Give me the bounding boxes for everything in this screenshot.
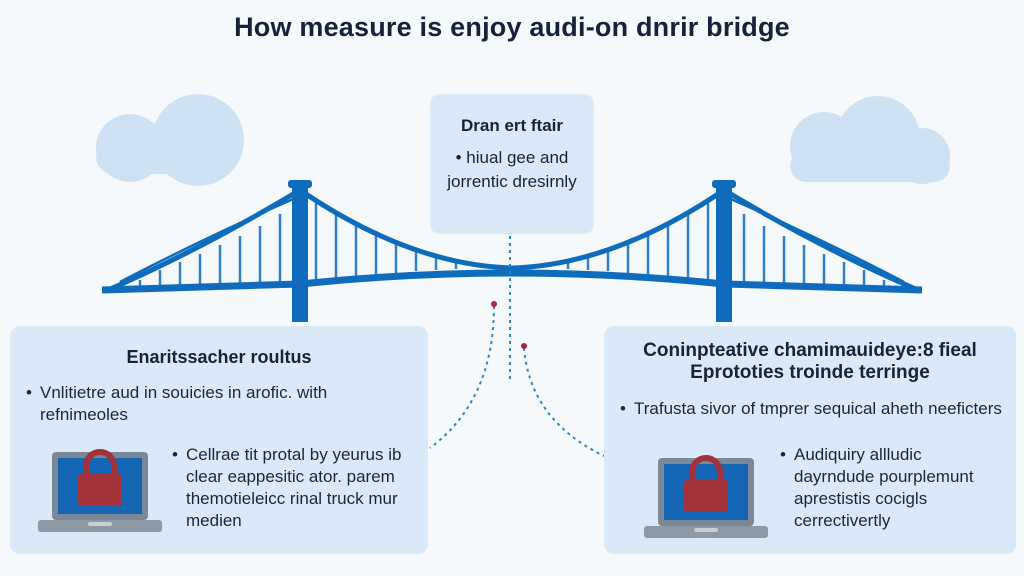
left-card: Enaritssacher roultus Vnlitietre aud in … (10, 326, 428, 554)
top-card: Dran ert ftair • hiual gee and jorrentic… (430, 94, 594, 234)
page-title: How measure is enjoy audi-on dnrir bridg… (234, 12, 790, 42)
connector-lines (429, 236, 605, 457)
connector-dot (521, 343, 527, 349)
right-card-bullet-2: Audiquiry allludic dayrndude pourplemunt… (780, 444, 1006, 532)
right-card-heading-line2: Eprototies troinde terringe (690, 362, 930, 383)
right-card: Coninpteative chamimauideye:8 fieal Epro… (604, 326, 1016, 554)
left-card-heading: Enaritssacher roultus (126, 347, 312, 367)
top-card-bullet-text: hiual gee and jorrentic dresirnly (447, 148, 577, 191)
cloud-icon-right (790, 96, 950, 184)
right-card-heading-line1: Coninpteative chamimauideye:8 fieal (643, 340, 977, 361)
cloud-icon-left (96, 94, 244, 186)
top-card-heading: Dran ert ftair (460, 116, 564, 135)
left-card-bullet-2: Cellrae tit protal by yeurus ib clear ea… (172, 444, 418, 532)
left-card-bullet-1: Vnlitietre aud in souicies in arofic. wi… (26, 382, 410, 426)
bridge (101, 180, 923, 322)
right-card-bullet-1: Trafusta sivor of tmprer sequical aheth … (620, 398, 1004, 420)
top-card-bullet: • hiual gee and jorrentic dresirnly (447, 148, 577, 191)
laptop-lock-icon (38, 449, 162, 532)
connector-dot (491, 301, 497, 307)
laptop-lock-icon (644, 455, 768, 538)
